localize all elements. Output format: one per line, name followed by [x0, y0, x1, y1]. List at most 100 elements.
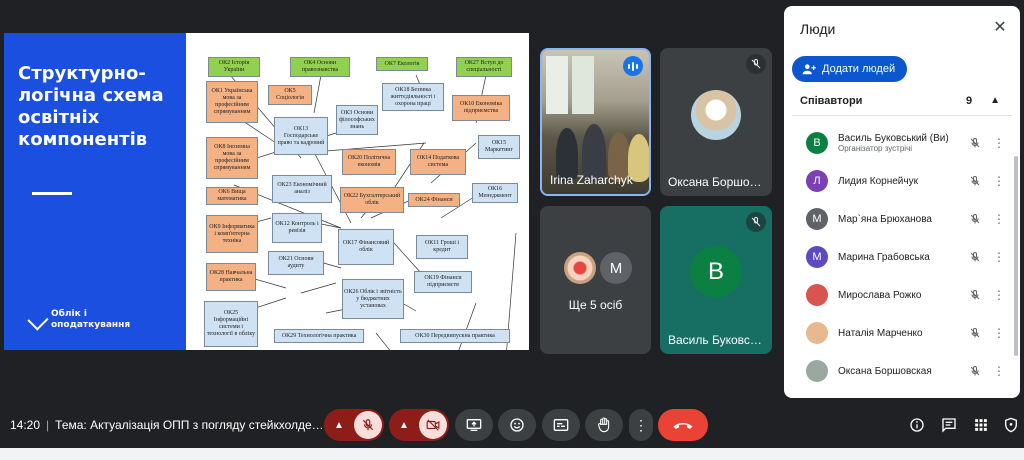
emoji-icon [510, 418, 524, 432]
end-call-icon [673, 423, 693, 429]
participant-row[interactable]: Мирослава Рожко⋮ [792, 276, 1012, 314]
box-ok10: ОК10 Економіка підприємства [452, 95, 510, 121]
box-ok4: ОК4 Основи правознавства [290, 57, 350, 77]
box-ok25: ОК25 Інформаційні системи і технології в… [204, 301, 258, 347]
chat-icon[interactable] [938, 414, 960, 436]
logo-text: Облік і оподаткування [51, 309, 131, 330]
mic-off-icon [746, 212, 766, 232]
structure-diagram: ОК2 Історія України ОК4 Основи правознав… [186, 33, 529, 350]
avatar: М [806, 246, 828, 268]
box-ok2: ОК2 Історія України [208, 57, 260, 77]
close-icon[interactable]: ✕ [993, 19, 1007, 36]
more-vert-icon[interactable]: ⋮ [993, 212, 1005, 226]
box-ok6: ОК6 Вища математика [206, 187, 258, 205]
participant-name: Василь Буковський (Ви) [838, 133, 949, 144]
participant-row[interactable]: М Марина Грабовська ⋮ [792, 238, 1012, 276]
more-vert-icon[interactable]: ⋮ [993, 174, 1005, 188]
avatar: М [806, 208, 828, 230]
participant-tile-vasyl[interactable]: В Василь Буковс… [660, 206, 772, 354]
participant-row[interactable]: Оксана Боршовская ⋮ [792, 352, 1012, 390]
box-ok29: ОК29 Технологічна практика [274, 329, 364, 343]
captions-icon [553, 419, 569, 431]
box-ok13: ОК13 Господарське право та кадровий [274, 117, 328, 155]
more-options-button[interactable]: ⋮ [629, 409, 653, 441]
slide-title-panel: Структурно-логічна схема освітніх компон… [4, 33, 186, 350]
mic-off-icon[interactable] [354, 411, 382, 439]
box-ok28: ОК28 Навчальна практика [206, 263, 256, 291]
mic-control[interactable]: ▲ [324, 409, 384, 441]
add-person-icon [802, 64, 816, 75]
more-vert-icon[interactable]: ⋮ [993, 288, 1005, 302]
reactions-button[interactable] [498, 409, 536, 441]
camera-off-icon[interactable] [419, 411, 447, 439]
mic-off-icon[interactable] [964, 172, 986, 190]
mic-off-icon[interactable] [964, 134, 986, 152]
panel-title: Люди [800, 21, 836, 37]
present-icon [466, 419, 482, 431]
mic-off-icon[interactable] [964, 286, 986, 304]
info-icon[interactable] [906, 414, 928, 436]
box-ok20: ОК20 Політична економія [342, 149, 396, 175]
leave-call-button[interactable] [658, 409, 708, 441]
box-ok7: ОК7 Екологія [376, 57, 428, 71]
camera-control[interactable]: ▲ [389, 409, 449, 441]
tile-name: Василь Буковс… [668, 333, 762, 347]
more-vert-icon: ⋮ [634, 417, 648, 433]
participant-name: Лидия Корнейчук [838, 175, 918, 187]
participant-tile-oksana[interactable]: Оксана Боршо… [660, 48, 772, 196]
chevron-up-icon: ▲ [399, 419, 409, 431]
box-ok9: ОК9 Інформатика і комп'ютерна техніка [206, 215, 258, 253]
box-ok27: ОК27 Вступ до спеціальності [456, 57, 512, 77]
avatar-group: М [564, 252, 632, 284]
box-ok14: ОК14 Податкова система [410, 149, 466, 175]
host-controls-icon[interactable] [1000, 414, 1022, 436]
box-ok26: ОК26 Облік і звітність у бюджетних устан… [342, 279, 404, 319]
scrollbar[interactable] [1014, 156, 1018, 356]
mic-off-icon[interactable] [964, 324, 986, 342]
participant-tile-irina[interactable]: Irina Zaharchyk [540, 48, 651, 196]
avatar [806, 360, 828, 382]
speaking-indicator-icon [623, 56, 643, 76]
captions-button[interactable] [542, 409, 580, 441]
box-ok17: ОК17 Фінансовий облік [338, 229, 394, 265]
box-ok5: ОК5 Соціологія [268, 85, 312, 105]
raise-hand-button[interactable] [585, 409, 623, 441]
activities-icon[interactable] [970, 414, 992, 436]
present-screen-button[interactable] [455, 409, 493, 441]
more-vert-icon[interactable]: ⋮ [993, 364, 1005, 378]
mic-off-icon[interactable] [964, 210, 986, 228]
clock: 14:20 [10, 418, 41, 432]
participant-row[interactable]: Наталія Марченко ⋮ [792, 314, 1012, 352]
more-participants-label: Ще 5 осіб [568, 298, 623, 312]
box-ok19: ОК19 Фінанси підприємств [414, 271, 472, 293]
box-ok3: ОК3 Основи філософських знань [336, 105, 378, 135]
tile-name: Irina Zaharchyk [550, 173, 633, 187]
box-ok22: ОК22 Бухгалтерський облік [340, 187, 404, 213]
mic-off-icon[interactable] [964, 248, 986, 266]
participant-name: Наталія Марченко [838, 327, 923, 339]
participant-name: Марина Грабовська [838, 251, 930, 263]
box-ok24: ОК24 Фінанси [408, 193, 460, 207]
chevron-up-icon: ▲ [990, 95, 1000, 106]
slide-logo: Облік і оподаткування [27, 309, 131, 331]
add-people-button[interactable]: Додати людей [792, 56, 908, 82]
avatar [806, 322, 828, 344]
control-bar: 14:20|Тема: Актуалізація ОПП з погляду с… [0, 404, 1024, 446]
presentation-view: Структурно-логічна схема освітніх компон… [4, 33, 529, 350]
box-ok30: ОК30 Передвипускна практика [400, 329, 510, 343]
more-vert-icon[interactable]: ⋮ [993, 136, 1005, 150]
participant-name: Оксана Боршовская [838, 365, 932, 377]
box-ok1: ОК1 Українська мова за професійним спрям… [206, 81, 258, 123]
participant-role: Організатор зустрічі [838, 144, 913, 153]
mic-off-icon[interactable] [964, 362, 986, 380]
meeting-info: 14:20|Тема: Актуалізація ОПП з погляду с… [10, 418, 324, 432]
more-vert-icon[interactable]: ⋮ [993, 326, 1005, 340]
slide-divider [32, 192, 72, 195]
section-header[interactable]: Співавтори 9 ▲ [792, 86, 1012, 116]
more-vert-icon[interactable]: ⋮ [993, 250, 1005, 264]
more-participants-tile[interactable]: М Ще 5 осіб [540, 206, 651, 354]
